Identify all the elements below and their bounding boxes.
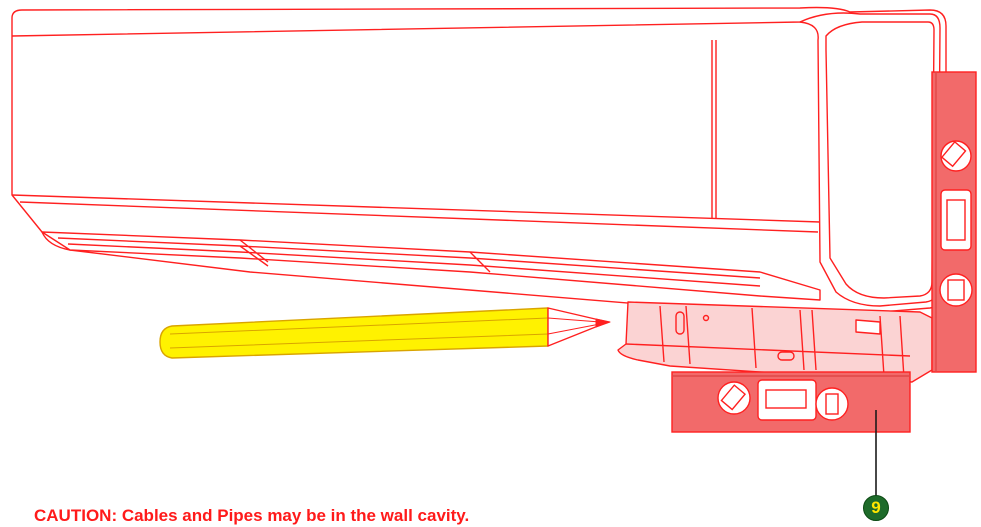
bracket-lines (625, 305, 911, 379)
level-bubble-icon (939, 140, 973, 307)
unit-bottom-edge (11, 194, 821, 233)
caution-note: CAUTION: Cables and Pipes may be in the … (34, 506, 470, 525)
vertical-spirit-level (931, 71, 977, 373)
bracket-hole (702, 314, 710, 322)
louvre (41, 231, 821, 301)
unit-side-panel (799, 12, 941, 307)
bracket-tab (855, 319, 881, 335)
pencil-facets (169, 317, 549, 349)
pencil-body (159, 307, 549, 359)
mounting-bracket (617, 301, 933, 383)
pencil-icon (159, 307, 611, 359)
louvre-lines (57, 237, 761, 287)
pencil-lead (595, 318, 611, 328)
horizontal-spirit-level (671, 371, 911, 433)
bracket-slot (675, 311, 685, 335)
indoor-unit (11, 6, 947, 383)
pencil-tip-wood (547, 307, 609, 347)
level-bubble-icon (717, 379, 849, 421)
bracket-slot-2 (777, 351, 795, 361)
callout-badge: 9 (863, 495, 889, 521)
